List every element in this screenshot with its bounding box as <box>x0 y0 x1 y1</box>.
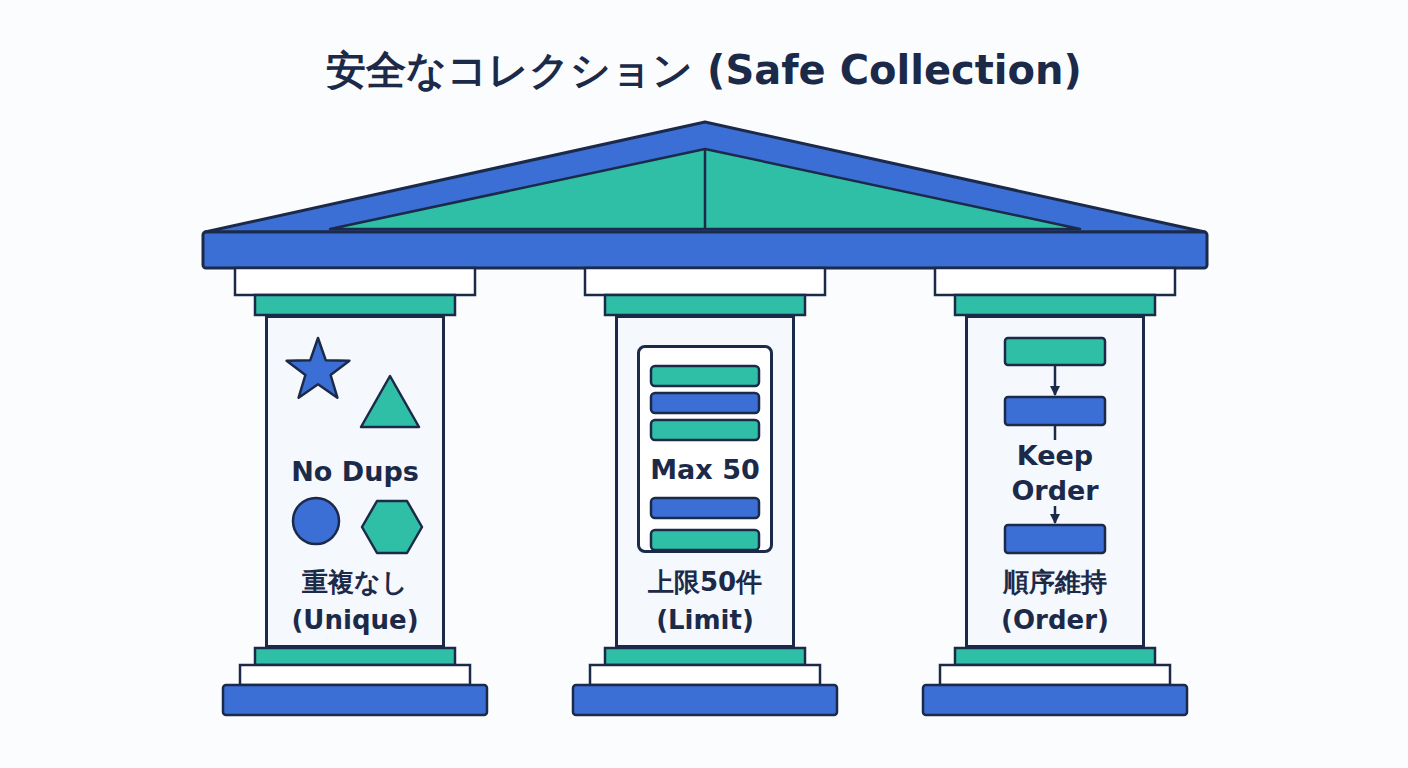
list-bar <box>651 498 759 518</box>
list-box: Max 50 <box>637 345 773 553</box>
roof-ridge <box>704 149 707 229</box>
capital-top <box>235 268 475 295</box>
pillar-column: No Dups 重複なし (Unique) <box>265 315 445 648</box>
order-arrow <box>1054 365 1057 395</box>
capital-top <box>585 268 825 295</box>
entablature <box>203 232 1207 268</box>
capital-top <box>935 268 1175 295</box>
capital-band <box>955 295 1155 315</box>
pillar-label: 重複なし (Unique) <box>275 563 435 639</box>
triangle-shape <box>361 376 419 427</box>
circle-shape <box>293 498 339 544</box>
list-bar <box>651 530 759 550</box>
pillar-keyword: No Dups <box>275 456 435 488</box>
pillar-label: 上限50件 (Limit) <box>625 563 785 639</box>
base-band <box>955 648 1155 665</box>
capital-band <box>605 295 805 315</box>
list-bar <box>651 393 759 413</box>
pillar-column: 上限50件 (Limit) Max 50 <box>615 315 795 648</box>
base-step <box>590 665 820 685</box>
base-band <box>605 648 805 665</box>
pillar-keyword: Keep Order <box>995 438 1115 508</box>
star-shape <box>287 338 350 398</box>
base-step <box>940 665 1170 685</box>
base-plinth <box>573 685 837 715</box>
diagram-title: 安全なコレクション (Safe Collection) <box>0 44 1408 96</box>
pillar-label: 順序維持 (Order) <box>975 563 1135 639</box>
roof <box>205 122 1205 232</box>
pillar-keyword: Max 50 <box>640 454 770 486</box>
order-block <box>1005 338 1105 365</box>
pillar-column: Keep Order 順序維持 (Order) <box>965 315 1145 648</box>
list-bar <box>651 366 759 386</box>
order-block <box>1005 397 1105 425</box>
roof-inner <box>330 149 1080 229</box>
list-bar <box>651 420 759 440</box>
order-line <box>1054 425 1057 440</box>
base-step <box>240 665 470 685</box>
base-plinth <box>223 685 487 715</box>
capital-band <box>255 295 455 315</box>
base-band <box>255 648 455 665</box>
order-block <box>1005 525 1105 553</box>
order-arrow <box>1054 506 1057 523</box>
base-plinth <box>923 685 1187 715</box>
hexagon-shape <box>362 501 422 553</box>
